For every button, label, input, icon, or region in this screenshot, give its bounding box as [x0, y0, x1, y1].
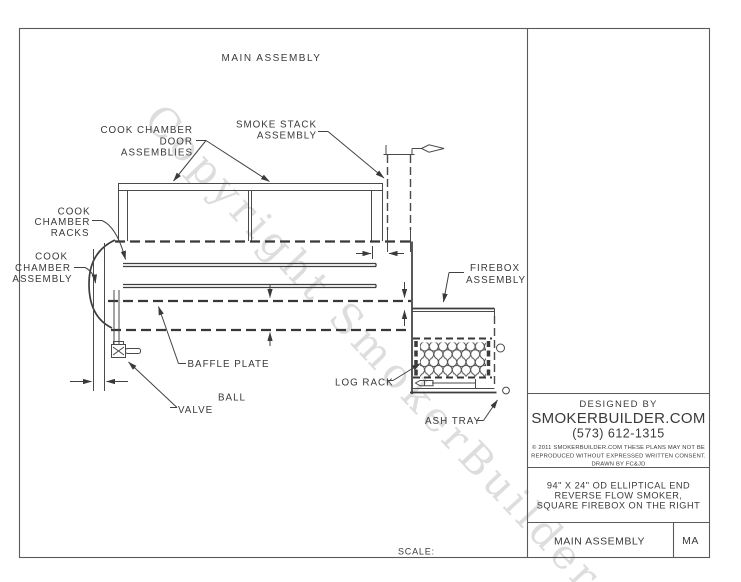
callout-log-rack: LOG RACK: [335, 378, 394, 389]
callout-chamber-line2: CHAMBER: [15, 263, 71, 274]
title-block: DESIGNED BY SMOKERBUILDER.COM (573) 612-…: [531, 399, 706, 548]
callout-ash-tray: ASH TRAY: [425, 416, 481, 427]
company-name: SMOKERBUILDER.COM: [531, 410, 705, 427]
ash-tray: [414, 379, 476, 388]
callout-door-line2: DOOR: [160, 137, 193, 148]
callout-chamber-line3: ASSEMBLY: [12, 274, 72, 285]
copyright-line2: REPRODUCED WITHOUT EXPRESSED WRITTEN CON…: [531, 454, 706, 460]
dimension-arrows: [70, 246, 408, 385]
callout-door: COOK CHAMBER DOOR ASSEMBLIES: [100, 125, 193, 159]
sheet-border: [18, 27, 711, 559]
sheet-title: MAIN ASSEMBLY: [554, 536, 645, 548]
drawing-title: MAIN ASSEMBLY: [222, 53, 322, 64]
callout-racks-line1: COOK: [58, 207, 91, 218]
ash-tray-knob: [502, 386, 510, 395]
leader-lines: [74, 131, 498, 421]
firebox: [410, 307, 510, 395]
callout-racks-line3: RACKS: [51, 228, 90, 239]
description-line2: REVERSE FLOW SMOKER,: [555, 491, 683, 501]
callout-smoke-stack-line2: ASSEMBLY: [257, 131, 317, 142]
description-line3: SQUARE FIREBOX ON THE RIGHT: [537, 501, 700, 511]
description-line1: 94" X 24" OD ELLIPTICAL END: [547, 481, 690, 491]
designed-by-label: DESIGNED BY: [579, 399, 657, 410]
elliptical-end-cap: [88, 239, 116, 329]
callout-door-line1: COOK CHAMBER: [100, 125, 193, 136]
callout-racks-line2: CHAMBER: [35, 217, 91, 228]
firebox-hinge-pin: [496, 343, 505, 353]
callout-firebox-line2: ASSEMBLY: [466, 275, 526, 286]
callout-smoke-stack-line1: SMOKE STACK: [236, 120, 317, 131]
ball-valve-assembly: [111, 290, 141, 358]
callout-chamber-line1: COOK: [35, 252, 68, 263]
sheet-code: MA: [682, 535, 699, 547]
log-rack-grate: [420, 342, 486, 377]
cook-chamber-doors: [118, 183, 383, 241]
scale-label: SCALE:: [398, 547, 435, 557]
ash-tray-handle: [414, 380, 434, 387]
cook-chamber-body: [88, 239, 413, 394]
callout-ball: BALL: [218, 393, 246, 404]
phone-number: (573) 612-1315: [572, 427, 664, 441]
callout-smoke-stack: SMOKE STACK ASSEMBLY: [236, 120, 317, 142]
callout-chamber-assembly: COOK CHAMBER ASSEMBLY: [12, 252, 72, 286]
cook-chamber-racks: [123, 262, 377, 289]
callout-valve: VALVE: [178, 405, 213, 416]
copyright-line1: © 2011 SMOKERBUILDER.COM THESE PLANS MAY…: [532, 444, 705, 451]
damper-handle: [420, 144, 445, 153]
callout-baffle-plate: BAFFLE PLATE: [188, 359, 270, 370]
callout-racks: COOK CHAMBER RACKS: [35, 207, 91, 240]
copyright-line3: DRAWN BY FC&JD: [591, 462, 645, 468]
valve-handle: [125, 348, 141, 354]
callout-firebox: FIREBOX ASSEMBLY: [466, 263, 526, 286]
callout-firebox-line1: FIREBOX: [470, 263, 520, 274]
smoke-stack: [383, 144, 445, 252]
callout-door-line3: ASSEMBLIES: [121, 148, 193, 159]
